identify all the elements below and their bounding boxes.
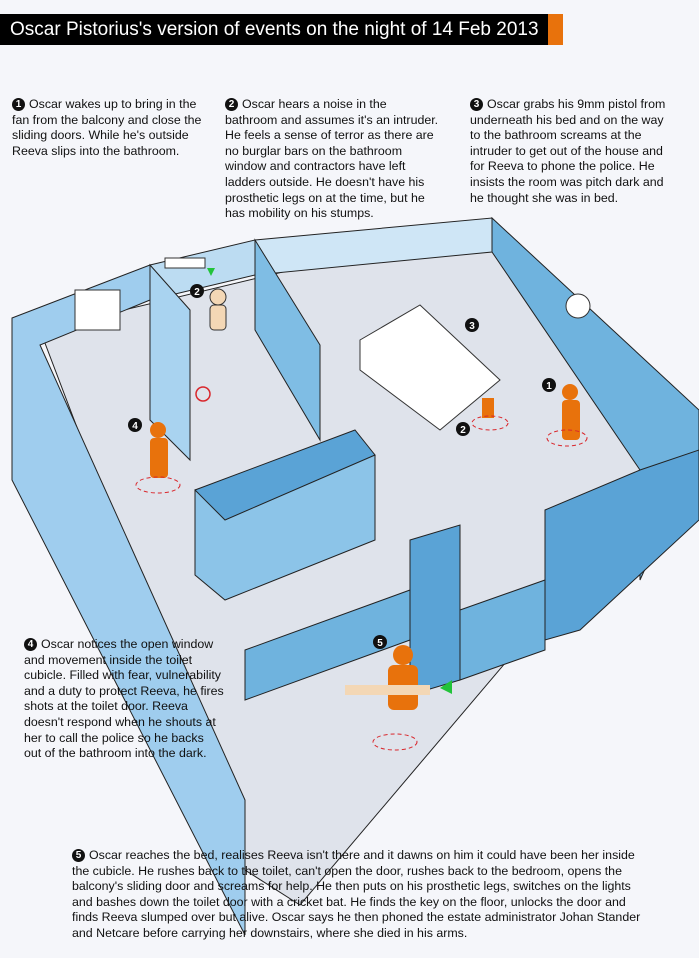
- bed: [359, 304, 501, 431]
- figure-reeva-toilet: [209, 288, 227, 331]
- target-icon: [195, 386, 211, 402]
- step-badge: 5: [72, 849, 85, 862]
- svg-text:3: 3: [469, 321, 475, 332]
- toilet-window: [164, 257, 206, 269]
- arrow-icon: [207, 268, 215, 276]
- note-text: Oscar grabs his 9mm pistol from undernea…: [470, 97, 666, 205]
- svg-text:2: 2: [194, 287, 200, 298]
- marker-5-corridor: 5: [373, 635, 387, 649]
- fan-icon: [565, 293, 591, 319]
- svg-text:2: 2: [460, 425, 466, 436]
- step-badge: 2: [225, 98, 238, 111]
- step-badge: 1: [12, 98, 25, 111]
- title-bar: Oscar Pistorius's version of events on t…: [0, 14, 548, 45]
- bathroom-window: [74, 289, 121, 331]
- figure-oscar-1: [546, 384, 588, 447]
- figure-oscar-carrying-reeva: [344, 645, 452, 751]
- svg-text:4: 4: [132, 421, 138, 432]
- marker-4-bathroom: 4: [128, 418, 142, 432]
- note-text: Oscar wakes up to bring in the fan from …: [12, 97, 202, 158]
- toilet-partition: [254, 238, 321, 442]
- note-text: Oscar notices the open window and moveme…: [24, 637, 224, 761]
- balcony-wall: [544, 449, 699, 641]
- figure-oscar-4: [135, 422, 181, 494]
- note-text: Oscar hears a noise in the bathroom and …: [225, 97, 439, 221]
- figure-prosthetics: [471, 398, 509, 431]
- marker-1-balcony: 1: [542, 378, 556, 392]
- note-text: Oscar reaches the bed, realises Reeva is…: [72, 848, 641, 940]
- right-front-wall: [459, 579, 546, 681]
- wardrobe-top: [194, 429, 376, 521]
- marker-2-toilet: 2: [190, 284, 204, 298]
- step-badge: 4: [24, 638, 37, 651]
- marker-2-bed: 2: [456, 422, 470, 436]
- step-badge: 3: [470, 98, 483, 111]
- toilet-cubicle-wall: [149, 263, 191, 462]
- page-title: Oscar Pistorius's version of events on t…: [10, 19, 539, 40]
- svg-text:5: 5: [377, 638, 383, 649]
- title-accent: [548, 14, 563, 45]
- svg-text:1: 1: [546, 381, 552, 392]
- marker-3-bed: 3: [465, 318, 479, 332]
